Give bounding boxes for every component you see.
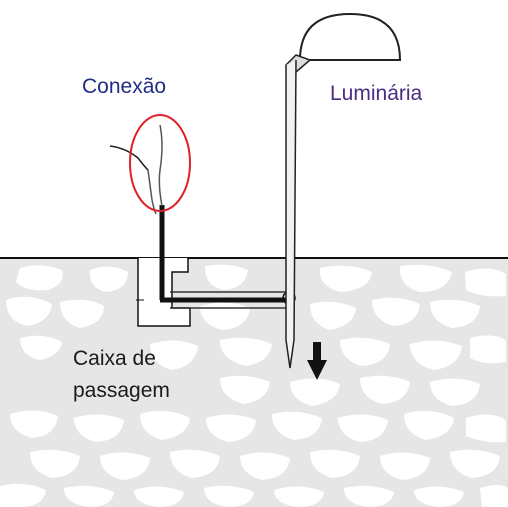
cable (159, 205, 296, 309)
luminaire (284, 12, 402, 369)
connection-wire-3 (109, 145, 149, 171)
connection (109, 114, 191, 215)
down-arrow-icon (307, 342, 327, 380)
pole (285, 59, 297, 369)
connection-highlight-ellipse (129, 114, 191, 212)
junction-box-label-line2: passagem (73, 379, 170, 402)
lamp-head (298, 12, 402, 61)
connection-label: Conexão (82, 75, 167, 98)
connection-wire-2 (158, 124, 163, 207)
soil-stones (0, 264, 508, 507)
luminaire-label: Luminária (330, 82, 423, 105)
junction-box-label-line1: Caixa de (73, 347, 156, 370)
